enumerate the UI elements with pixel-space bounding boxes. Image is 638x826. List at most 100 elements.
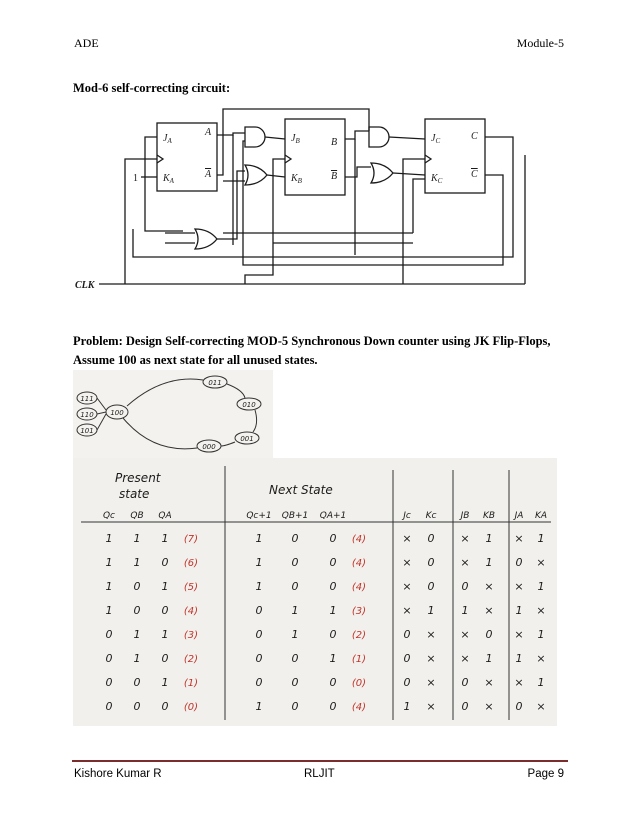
footer-institute: RLJIT [304,768,335,780]
present-state-bit: 0 [162,604,169,617]
column-header: Qc+1 [246,511,271,521]
jk-input-value: × [484,580,493,593]
next-state-decimal: (4) [352,582,366,593]
state-label-110: 110 [80,411,94,419]
jk-input-value: × [536,652,545,665]
present-state-bit: 0 [134,580,141,593]
state-label-000: 000 [202,443,216,451]
present-state-bit: 1 [134,556,141,569]
column-header: KA [535,511,547,521]
present-header-2: state [119,487,149,501]
jk-input-value: × [460,628,469,641]
svg-text:JB: JB [291,133,300,145]
present-state-bit: 0 [162,556,169,569]
next-state-decimal: (1) [352,654,366,665]
present-state-decimal: (0) [184,702,198,713]
jk-input-value: 1 [428,604,435,617]
jk-input-value: 1 [516,652,523,665]
next-state-bit: 0 [292,652,299,665]
problem-line-1: Problem: Design Self-correcting MOD-5 Sy… [73,334,551,348]
jk-input-value: × [460,556,469,569]
jk-input-value: 0 [516,556,523,569]
ff-c-box [424,118,486,194]
clk-label: CLK [75,280,96,291]
jk-input-value: × [402,532,411,545]
present-state-bit: 0 [106,676,113,689]
ff-a-q: A [204,127,212,138]
present-state-bit: 0 [134,676,141,689]
next-state-bit: 1 [330,652,337,665]
present-state-bit: 1 [106,532,113,545]
ff-a-j-sub: A [166,137,172,145]
next-state-bit: 0 [292,580,299,593]
or-gate-bottom [193,228,218,250]
ff-c-j: J [431,133,436,144]
jk-input-value: 0 [404,628,411,641]
ff-a-qbar: A [204,169,212,180]
jk-input-value: × [484,676,493,689]
ff-b-k: K [290,173,299,184]
next-state-bit: 1 [292,628,299,641]
present-state-decimal: (6) [184,558,198,569]
present-state-bit: 1 [162,580,169,593]
present-state-bit: 0 [162,652,169,665]
present-state-bit: 0 [106,628,113,641]
state-label-011: 011 [208,379,221,387]
ff-a-k-sub: A [169,177,175,185]
next-state-bit: 0 [292,532,299,545]
jk-input-value: × [484,604,493,617]
present-state-bit: 1 [134,532,141,545]
or-gate-kb [243,164,268,186]
jk-input-value: 0 [404,676,411,689]
state-node-001 [234,431,260,445]
next-state-bit: 0 [330,580,337,593]
present-state-bit: 1 [134,652,141,665]
present-state-decimal: (3) [184,630,198,641]
footer-rule [72,760,568,762]
jk-input-value: × [426,652,435,665]
present-state-bit: 1 [106,604,113,617]
next-state-bit: 0 [256,628,263,641]
jk-input-value: 0 [462,676,469,689]
jk-input-value: × [536,604,545,617]
jk-input-value: 0 [404,652,411,665]
ff-a-j: J [163,133,168,144]
state-label-111: 111 [80,395,93,403]
next-state-bit: 0 [330,556,337,569]
column-header: QA [158,511,171,521]
jk-input-value: × [426,676,435,689]
jk-input-value: × [536,700,545,713]
jk-input-value: 1 [516,604,523,617]
ff-b-q: B [331,137,337,148]
column-header: JA [513,511,524,521]
next-state-bit: 1 [256,700,263,713]
and-gate-jb [244,126,266,148]
ff-c-q: C [471,131,478,142]
svg-text:KC: KC [430,173,443,185]
column-header: KB [483,511,495,521]
column-header: JB [459,511,470,521]
next-state-bit: 0 [292,556,299,569]
column-header: Kc [426,511,437,521]
present-state-decimal: (5) [184,582,198,593]
jk-input-value: × [460,532,469,545]
present-state-bit: 1 [134,628,141,641]
jk-input-value: × [484,700,493,713]
jk-input-value: 0 [486,628,493,641]
mod6-circuit-diagram: JA KA A A JB KB B B JC KC C C 1 CLK [75,108,526,291]
ff-c-j-sub: C [435,137,440,145]
jk-input-value: 1 [538,676,545,689]
jk-input-value: × [514,628,523,641]
ff-c-k-sub: C [438,177,443,185]
svg-text:KB: KB [290,173,303,185]
state-label-101: 101 [80,427,93,435]
jk-input-value: × [402,580,411,593]
svg-text:KA: KA [162,173,175,185]
ff-a-box [156,122,218,192]
header-right: Module-5 [516,36,564,50]
jk-input-value: × [402,604,411,617]
const-one-label: 1 [133,173,138,184]
present-state-bit: 1 [106,580,113,593]
next-state-bit: 1 [256,556,263,569]
